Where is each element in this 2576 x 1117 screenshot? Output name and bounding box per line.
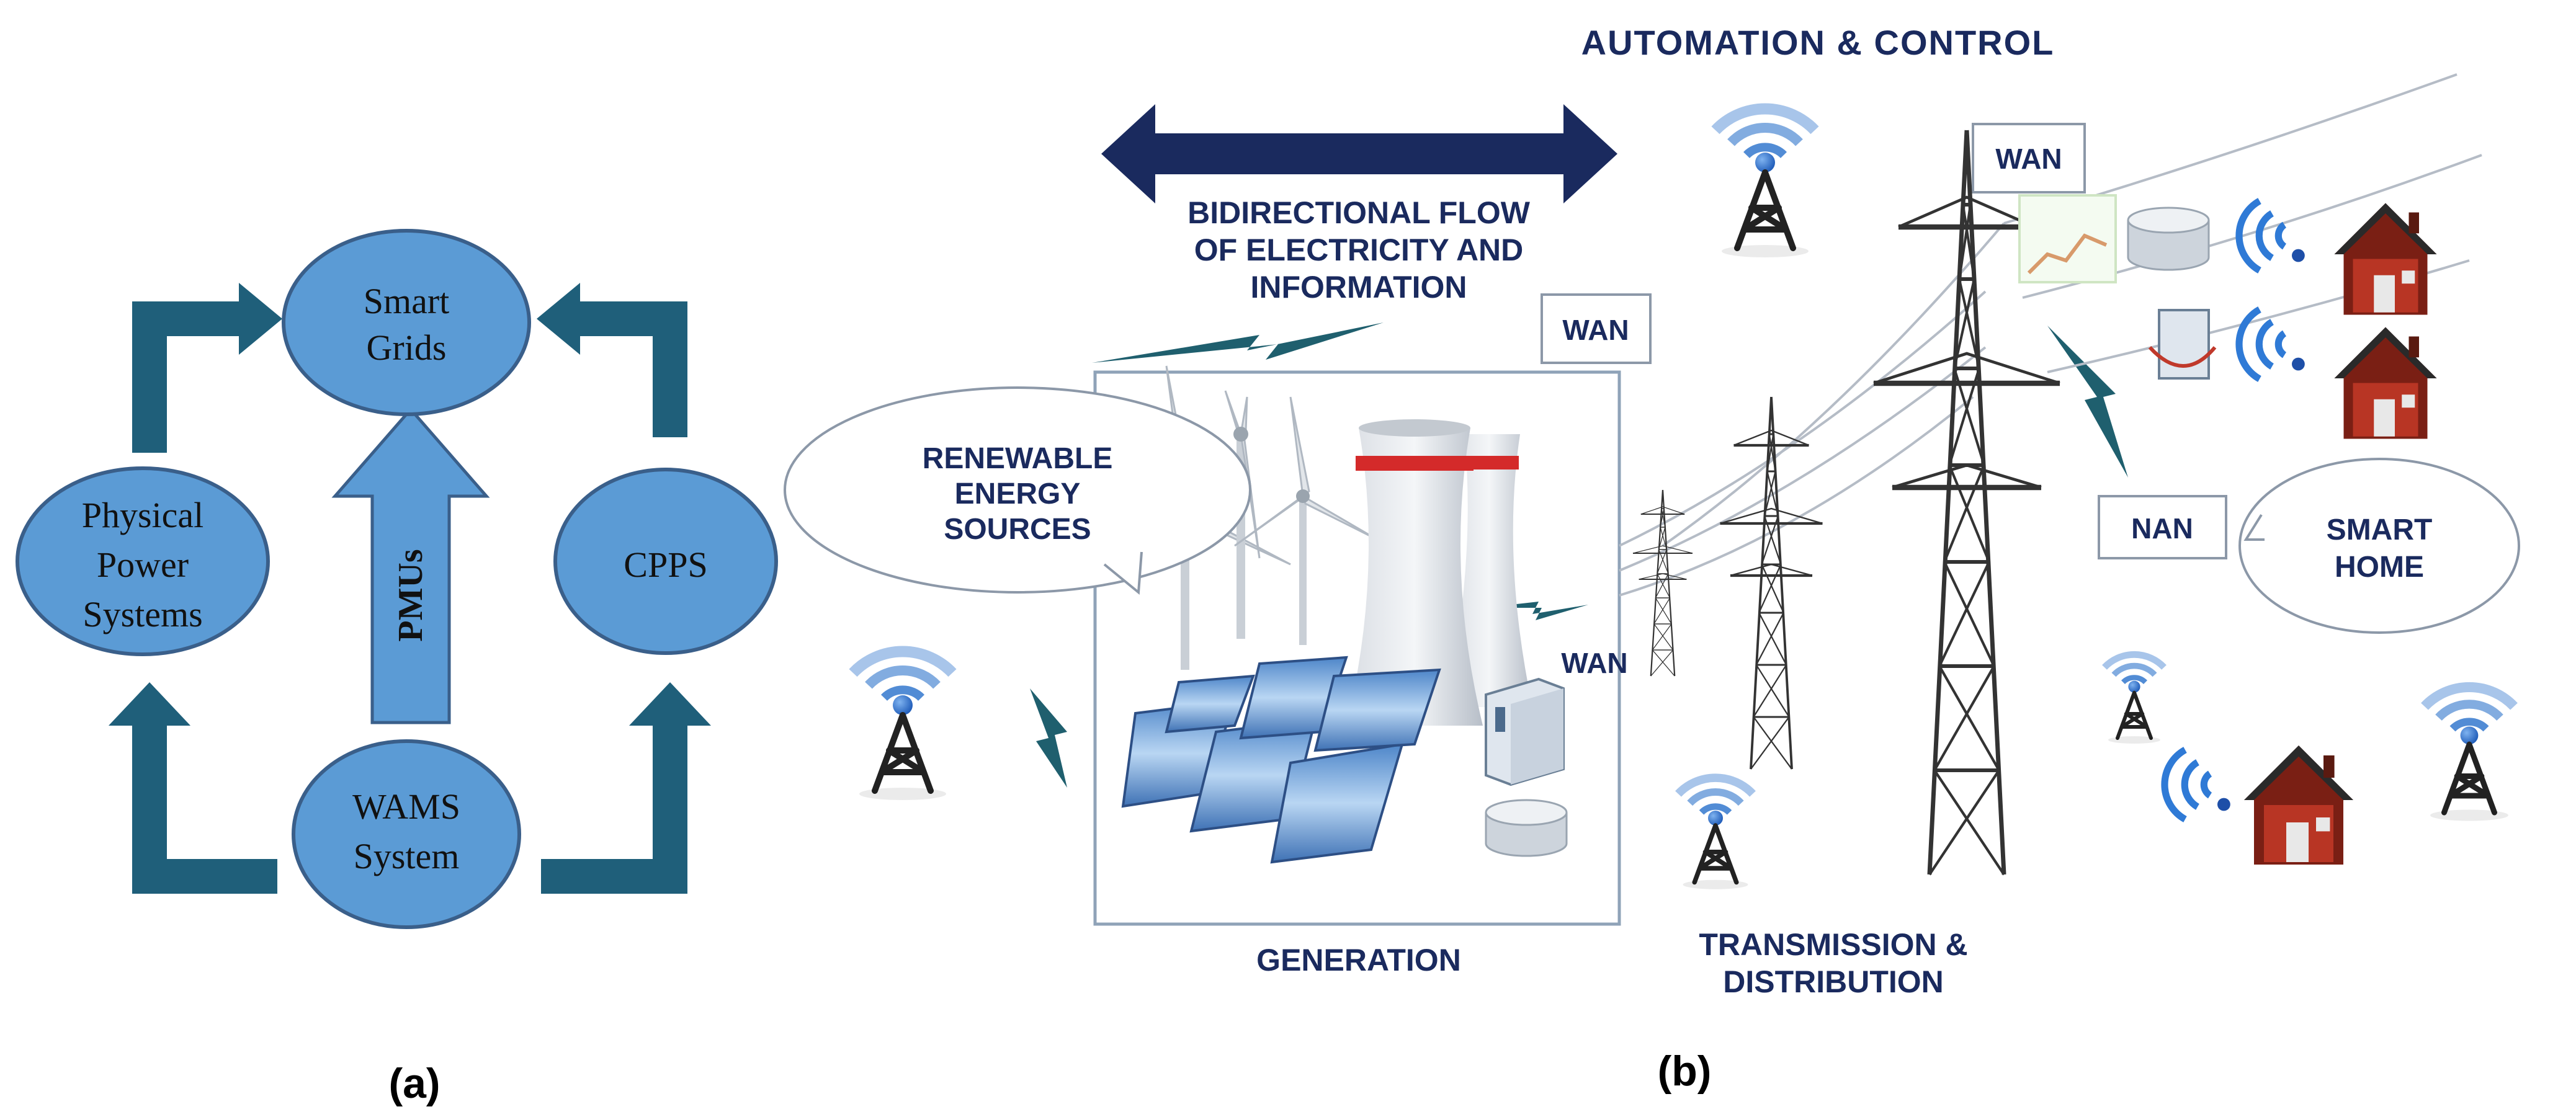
generation-label: GENERATION (1256, 943, 1461, 977)
wind-turbine-icon (1234, 396, 1378, 645)
smart-home-line-2: HOME (2335, 551, 2424, 584)
wams-line-2: System (354, 836, 460, 876)
transmission-line-1: TRANSMISSION & (1699, 927, 1967, 962)
physical-line-3: Systems (83, 594, 202, 634)
renewable-line-3: SOURCES (944, 513, 1091, 546)
renewable-bubble: RENEWABLE ENERGY SOURCES (784, 386, 1251, 595)
solar-panel-icon (1121, 656, 1441, 864)
flow-label-line-2: OF ELECTRICITY AND (1194, 233, 1524, 267)
pmu-label: PMUs (391, 549, 430, 641)
transmission-line-2: DISTRIBUTION (1723, 964, 1944, 999)
antenna-tower-icon (1715, 109, 1815, 257)
pylon-icon (1720, 397, 1823, 769)
node-cpps: CPPS (553, 468, 778, 655)
nan-box (2098, 495, 2227, 559)
elbow-arrow-top-right (537, 283, 687, 437)
elbow-arrow-top-left (132, 283, 282, 453)
antenna-tower-icon (1678, 778, 1753, 889)
wams-line-1: WAMS (352, 786, 460, 827)
cpps-label: CPPS (624, 545, 707, 585)
antenna-tower-icon (2425, 687, 2514, 821)
elbow-arrow-bottom-right (541, 682, 711, 894)
antenna-tower-icon (853, 651, 952, 800)
lightning-bolt-icon (1092, 323, 1384, 363)
generation-frame (1093, 370, 1621, 926)
meter-device-icon (1485, 677, 1565, 786)
panel-a: PMUs Smart Grids Physical Power Systems … (16, 229, 778, 1107)
caption-b: (b) (1658, 1048, 1712, 1095)
wifi-icon (2239, 201, 2305, 270)
physical-line-1: Physical (82, 495, 204, 535)
house-icon (2244, 745, 2353, 865)
automation-control-title: AUTOMATION & CONTROL (1581, 23, 2055, 62)
wan-label-generation: WAN (1562, 314, 1629, 346)
wan-box-generation (1541, 293, 1652, 364)
pylon-icon (1632, 489, 1694, 677)
renewable-line-1: RENEWABLE (923, 442, 1113, 475)
nan-label: NAN (2131, 512, 2193, 545)
pmu-arrow (331, 407, 490, 724)
physical-line-2: Power (97, 545, 189, 585)
wifi-icon (2165, 750, 2230, 819)
lightning-bolt-icon (2047, 326, 2128, 478)
smart-home-bubble: SMART HOME (2238, 458, 2520, 634)
storage-disk-icon (1485, 799, 1568, 857)
wifi-icon (2239, 309, 2305, 379)
wan-label-meter: WAN (1561, 647, 1627, 679)
wan-label-automation: WAN (1995, 143, 2062, 175)
flow-label-line-1: BIDIRECTIONAL FLOW (1187, 195, 1531, 230)
smart-meter-icon (2148, 309, 2217, 380)
caption-a: (a) (388, 1060, 440, 1107)
node-physical-power-systems: Physical Power Systems (16, 466, 270, 656)
smart-grids-line-1: Smart (364, 281, 450, 321)
node-wams-system: WAMS System (292, 739, 521, 929)
house-icon (2334, 203, 2437, 315)
cooling-tower-icon (1346, 419, 1532, 726)
flow-label-line-3: INFORMATION (1250, 270, 1467, 305)
renewable-line-2: ENERGY (955, 478, 1081, 510)
lightning-bolt-icon (1030, 688, 1067, 788)
panel-b: AUTOMATION & CONTROL BIDIRECTIONAL FLOW … (784, 23, 2520, 1095)
smart-home-line-1: SMART (2327, 514, 2433, 546)
smart-grids-line-2: Grids (367, 327, 447, 368)
elbow-arrow-bottom-left (109, 682, 277, 894)
house-icon (2334, 327, 2437, 439)
storage-disk-icon (2127, 207, 2210, 271)
wan-box-automation (1972, 123, 2086, 194)
node-smart-grids: Smart Grids (282, 229, 531, 416)
bidirectional-arrow (1101, 104, 1617, 203)
antenna-tower-icon (2104, 654, 2164, 744)
